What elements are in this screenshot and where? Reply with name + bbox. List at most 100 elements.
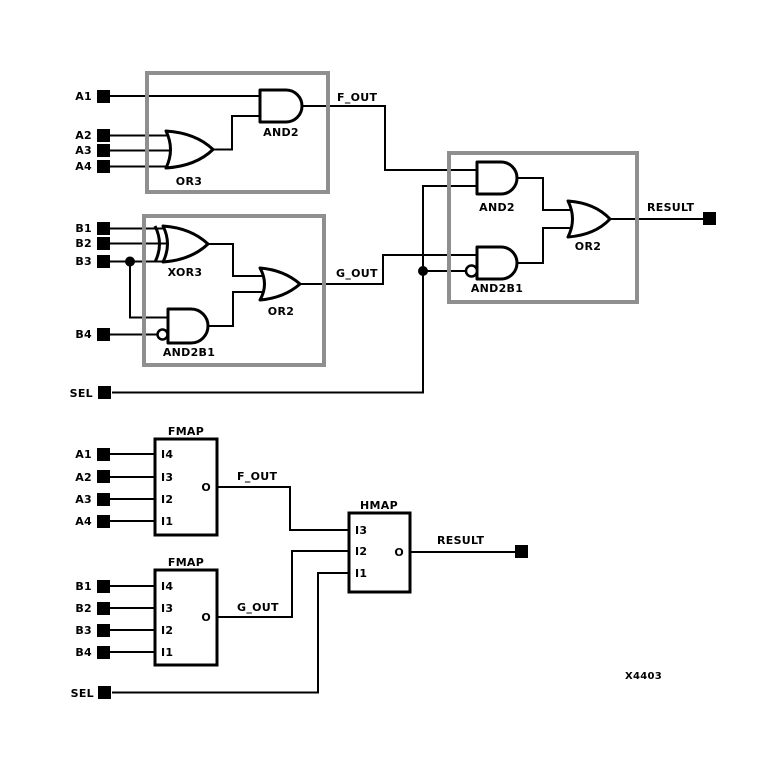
fmap-f-input-label-a1: A1 xyxy=(75,448,92,461)
terminal-b1 xyxy=(97,222,110,235)
terminal-result-bottom xyxy=(515,545,528,558)
and2b1-g-gate-label: AND2B1 xyxy=(163,346,215,359)
input-label-a3: A3 xyxy=(75,144,92,157)
fmap-g-title: FMAP xyxy=(168,556,204,569)
input-label-b2: B2 xyxy=(75,237,92,250)
and2b1-gate-g xyxy=(166,307,210,345)
and2-gate-f xyxy=(258,88,304,124)
and2b1-gate-mux xyxy=(475,245,519,281)
fmap-g-input-label-b3: B3 xyxy=(75,624,92,637)
hmap-pin-i1: I1 xyxy=(355,567,367,580)
terminal-sel-bottom xyxy=(98,686,111,699)
fmap-g-input-label-b1: B1 xyxy=(75,580,92,593)
junction-dot-sel xyxy=(418,266,428,276)
wire-g-out-net xyxy=(300,254,479,285)
terminal-b3-map xyxy=(97,624,110,637)
hmap-box xyxy=(347,511,412,594)
terminal-a3-map xyxy=(97,493,110,506)
wire-f-out-net xyxy=(302,105,479,171)
or2-gate-mux xyxy=(566,199,612,239)
net-label-result-top: RESULT xyxy=(647,201,695,214)
terminal-a2-map xyxy=(97,470,110,483)
g-block-box xyxy=(142,214,326,367)
wire-fmap-f-out xyxy=(217,486,349,531)
or3-gate xyxy=(164,129,215,170)
input-label-a1: A1 xyxy=(75,90,92,103)
sel-label-top: SEL xyxy=(70,387,93,400)
terminal-b4-map xyxy=(97,646,110,659)
hmap-title: HMAP xyxy=(360,499,398,512)
fmap-f-pin-i4: I4 xyxy=(161,448,173,461)
net-label-f-out: F_OUT xyxy=(337,91,377,104)
fmap-f-input-label-a2: A2 xyxy=(75,471,92,484)
xor3-input-arc xyxy=(153,225,161,263)
hmap-pin-o: O xyxy=(394,546,404,559)
mux-block-box xyxy=(447,151,639,304)
wire-b3-branch xyxy=(129,261,172,319)
and2-f-gate-label: AND2 xyxy=(263,126,299,139)
terminal-b3 xyxy=(97,255,110,268)
terminal-sel-top xyxy=(98,386,111,399)
net-label-g-out: G_OUT xyxy=(336,267,378,280)
or2-mux-gate-label: OR2 xyxy=(575,240,601,253)
input-label-a2: A2 xyxy=(75,129,92,142)
fmap-f-input-label-a4: A4 xyxy=(75,515,92,528)
input-label-a4: A4 xyxy=(75,160,92,173)
xor3-gate xyxy=(161,224,210,264)
wire-xor3-to-or2 xyxy=(208,243,268,277)
wire-fmap-g-out xyxy=(217,550,349,618)
junction-dot-b3 xyxy=(125,256,135,267)
fmap-f-box xyxy=(153,437,219,537)
or2-g-gate-label: OR2 xyxy=(268,305,294,318)
terminal-a4-map xyxy=(97,515,110,528)
fmap-f-title: FMAP xyxy=(168,425,204,438)
fmap-f-pin-i1: I1 xyxy=(161,515,173,528)
sel-label-bottom: SEL xyxy=(71,687,94,700)
fmap-g-pin-i3: I3 xyxy=(161,602,173,615)
terminal-a3 xyxy=(97,144,110,157)
terminal-b2 xyxy=(97,237,110,250)
input-label-b3: B3 xyxy=(75,255,92,268)
fmap-g-pin-o: O xyxy=(201,611,211,624)
input-label-b4: B4 xyxy=(75,328,92,341)
net-label-result-bottom: RESULT xyxy=(437,534,485,547)
and2-mux-gate-label: AND2 xyxy=(479,201,515,214)
fmap-f-pin-o: O xyxy=(201,481,211,494)
input-label-b1: B1 xyxy=(75,222,92,235)
figure-id-label: X4403 xyxy=(625,671,662,682)
terminal-a2 xyxy=(97,129,110,142)
fmap-g-input-label-b4: B4 xyxy=(75,646,92,659)
and2b1-g-inversion-bubble xyxy=(156,328,169,341)
hmap-pin-i2: I2 xyxy=(355,545,367,558)
and2-gate-mux xyxy=(475,160,519,196)
xor3-gate-label: XOR3 xyxy=(168,266,203,279)
terminal-a1-map xyxy=(97,448,110,461)
and2b1-mux-inversion-bubble xyxy=(464,264,479,278)
net-label-g-out-map: G_OUT xyxy=(237,601,279,614)
and2b1-mux-gate-label: AND2B1 xyxy=(471,282,523,295)
terminal-a1 xyxy=(97,90,110,103)
wire-mux-and2-to-or2 xyxy=(517,177,570,211)
fmap-f-pin-i2: I2 xyxy=(161,493,173,506)
f-block-box xyxy=(145,71,330,194)
terminal-b4 xyxy=(97,328,110,341)
fmap-f-input-label-a3: A3 xyxy=(75,493,92,506)
fmap-g-pin-i2: I2 xyxy=(161,624,173,637)
fmap-g-box xyxy=(153,568,219,667)
fmap-g-input-label-b2: B2 xyxy=(75,602,92,615)
net-label-f-out-map: F_OUT xyxy=(237,470,277,483)
fmap-g-pin-i1: I1 xyxy=(161,646,173,659)
terminal-b1-map xyxy=(97,580,110,593)
wire-mux-and2b1-to-or2 xyxy=(517,227,570,264)
or2-gate-g xyxy=(258,266,302,302)
wire-sel-bottom xyxy=(112,572,349,694)
wire-or3-to-and2 xyxy=(213,115,262,151)
or3-gate-label: OR3 xyxy=(176,175,202,188)
terminal-b2-map xyxy=(97,602,110,615)
fmap-g-pin-i4: I4 xyxy=(161,580,173,593)
terminal-result-top xyxy=(703,212,716,225)
hmap-pin-i3: I3 xyxy=(355,524,367,537)
fmap-f-pin-i3: I3 xyxy=(161,471,173,484)
